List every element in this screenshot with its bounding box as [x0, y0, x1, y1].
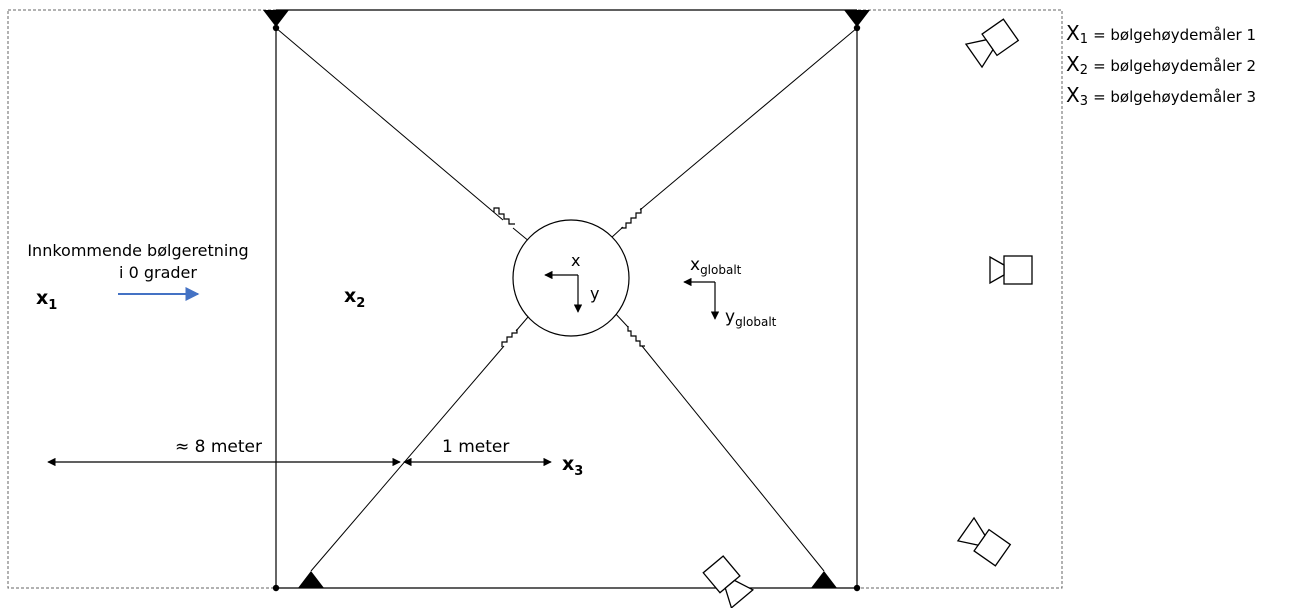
- dimension-8m-label: ≈ 8 meter: [175, 437, 262, 457]
- legend-symbol: X: [1066, 83, 1080, 107]
- camera-icon: [956, 516, 1012, 567]
- mooring-line: [310, 345, 505, 572]
- mooring-line: [515, 316, 529, 332]
- camera-icon: [989, 255, 1033, 285]
- legend-index: 2: [1079, 63, 1088, 78]
- legend-symbol: X: [1066, 21, 1080, 45]
- legend-index: 3: [1079, 94, 1088, 109]
- legend-index: 1: [1079, 32, 1088, 47]
- mooring-spring-icon: [621, 208, 642, 229]
- legend: X1 = bølgehøydemåler 1 X2 = bølgehøydemå…: [1066, 18, 1256, 111]
- anchor-triangle-icon: [844, 10, 870, 27]
- legend-item-1: X1 = bølgehøydemåler 1: [1066, 18, 1256, 49]
- camera-icon: [702, 555, 755, 608]
- mooring-spring-icon: [627, 326, 645, 347]
- gauge-x2-label: x2: [344, 285, 365, 311]
- global-x-label: xglobalt: [690, 255, 742, 277]
- camera-icon: [964, 18, 1020, 69]
- anchor-triangle-icon: [811, 571, 837, 588]
- anchor-triangle-icon: [263, 10, 289, 27]
- legend-item-2: X2 = bølgehøydemåler 2: [1066, 49, 1256, 80]
- floating-structure: [512, 219, 630, 337]
- legend-text: = bølgehøydemåler 3: [1093, 88, 1257, 106]
- gauge-x1-label: x1: [36, 287, 57, 313]
- anchor-point: [272, 584, 280, 592]
- mooring-spring-icon: [501, 329, 518, 347]
- local-y-label: y: [590, 284, 599, 303]
- wave-direction-label-2: i 0 grader: [119, 263, 197, 282]
- global-y-label: yglobalt: [725, 307, 777, 329]
- mooring-line: [610, 226, 624, 239]
- legend-text: = bølgehøydemåler 1: [1093, 26, 1257, 44]
- wave-direction-label: Innkommende bølgeretning: [27, 241, 248, 260]
- mooring-line: [641, 345, 825, 572]
- legend-text: = bølgehøydemåler 2: [1093, 57, 1257, 75]
- legend-item-3: X3 = bølgehøydemåler 3: [1066, 80, 1256, 111]
- gauge-x3-label: x3: [562, 453, 583, 479]
- mooring-line: [275, 27, 504, 221]
- mooring-line: [639, 27, 858, 211]
- dimension-1m-label: 1 meter: [442, 437, 509, 457]
- mooring-spring-icon: [493, 207, 515, 225]
- legend-symbol: X: [1066, 52, 1080, 76]
- anchor-triangle-icon: [298, 571, 324, 588]
- local-x-label: x: [571, 251, 580, 270]
- anchor-point: [853, 584, 861, 592]
